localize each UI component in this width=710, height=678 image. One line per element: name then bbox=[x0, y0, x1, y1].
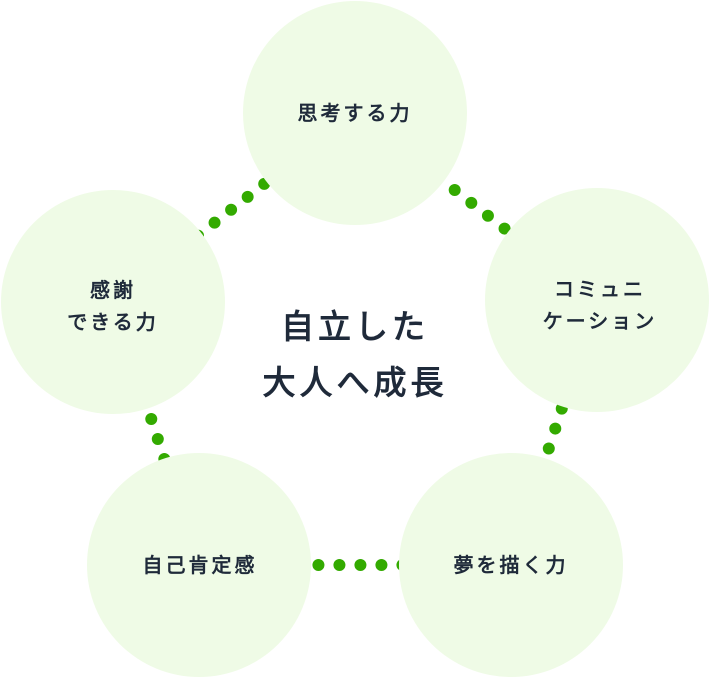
node-label-self-esteem: 自己肯定感 bbox=[88, 549, 312, 581]
center-line-2: 大人へ成長 bbox=[262, 363, 448, 402]
node-circle-self-esteem bbox=[87, 453, 311, 677]
node-circle-dream bbox=[399, 453, 623, 677]
center-title: 自立した 大人へ成長 bbox=[263, 299, 448, 411]
node-circle-gratitude bbox=[1, 190, 225, 414]
node-label-line: ケーション bbox=[542, 309, 658, 333]
node-label-line: 思考する力 bbox=[297, 101, 413, 125]
center-line-1: 自立した bbox=[281, 307, 429, 346]
node-circle-communication bbox=[485, 188, 709, 412]
node-label-line: 夢を描く力 bbox=[453, 553, 569, 577]
node-label-line: 自己肯定感 bbox=[142, 553, 258, 577]
node-label-gratitude: 感謝 できる力 bbox=[1, 274, 225, 338]
node-label-dream: 夢を描く力 bbox=[399, 549, 623, 581]
node-label-thinking: 思考する力 bbox=[243, 97, 467, 129]
node-label-line: 感謝 bbox=[90, 278, 136, 302]
node-label-communication: コミュニ ケーション bbox=[488, 273, 710, 337]
node-circle-thinking bbox=[243, 1, 467, 225]
node-label-line: コミュニ bbox=[554, 277, 646, 301]
node-label-line: できる力 bbox=[67, 310, 159, 334]
